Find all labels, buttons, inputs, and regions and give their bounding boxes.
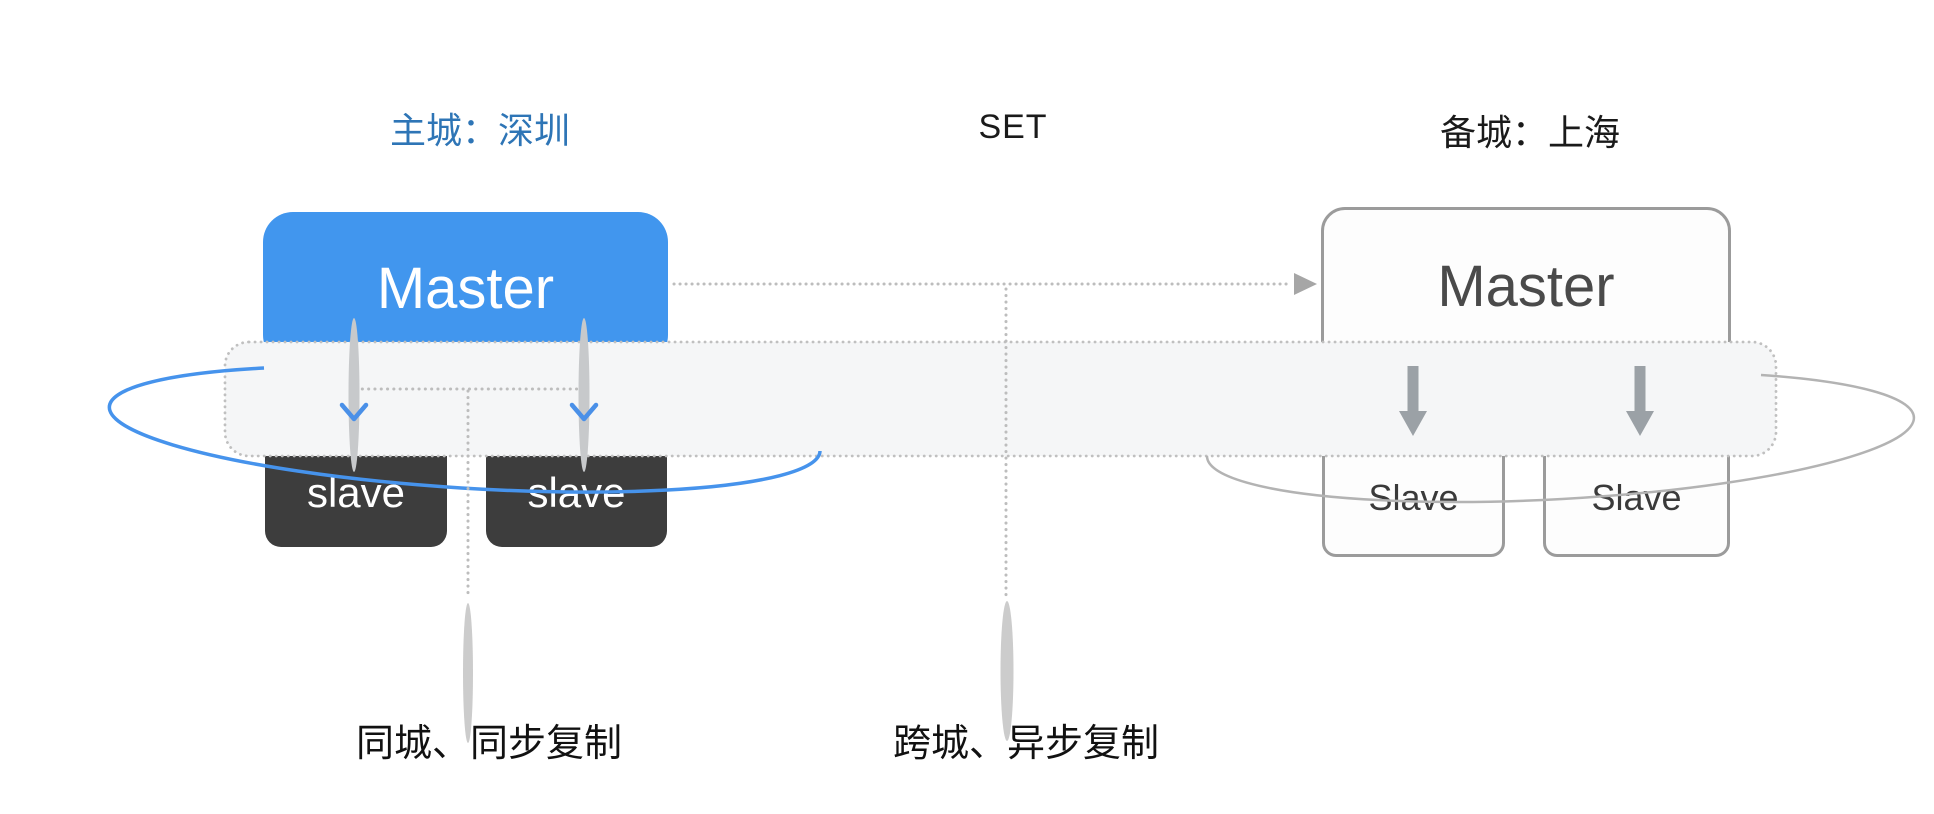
same-city-caption: 同城、同步复制 <box>355 723 623 765</box>
sync-arrow-shaft-2 <box>578 318 590 472</box>
backup-arrow-icon-2 <box>1626 366 1654 436</box>
cross-city-caption: 跨城、异步复制 <box>892 723 1160 765</box>
sync-arrow-shaft-1 <box>348 318 360 472</box>
primary-replication-ring <box>107 366 822 494</box>
sync-arrowhead-icon-2 <box>569 402 599 422</box>
backup-city-title: 备城：上海 <box>1439 112 1621 153</box>
backup-master-node: Master <box>1321 207 1731 365</box>
backup-replication-ring <box>1205 373 1916 504</box>
primary-slave-node-1: slave <box>265 439 447 547</box>
cross-city-arrowhead-icon <box>1294 273 1317 295</box>
primary-master-node: Master <box>263 212 668 365</box>
backup-slave-label-2: Slave <box>1591 477 1682 518</box>
same-city-pointer-blob <box>463 603 473 743</box>
backup-master-label: Master <box>1437 253 1615 319</box>
backup-slave-label-1: Slave <box>1368 477 1459 518</box>
backup-arrow-icon-1 <box>1399 366 1427 436</box>
primary-master-label: Master <box>376 256 555 321</box>
sync-arrowhead-icon-1 <box>339 402 369 422</box>
set-title: SET <box>978 108 1048 146</box>
cross-city-pointer-blob <box>1000 601 1014 741</box>
primary-slave-label-1: slave <box>306 469 406 516</box>
set-boundary-band <box>223 340 1778 458</box>
primary-city-title: 主城：深圳 <box>389 110 571 151</box>
